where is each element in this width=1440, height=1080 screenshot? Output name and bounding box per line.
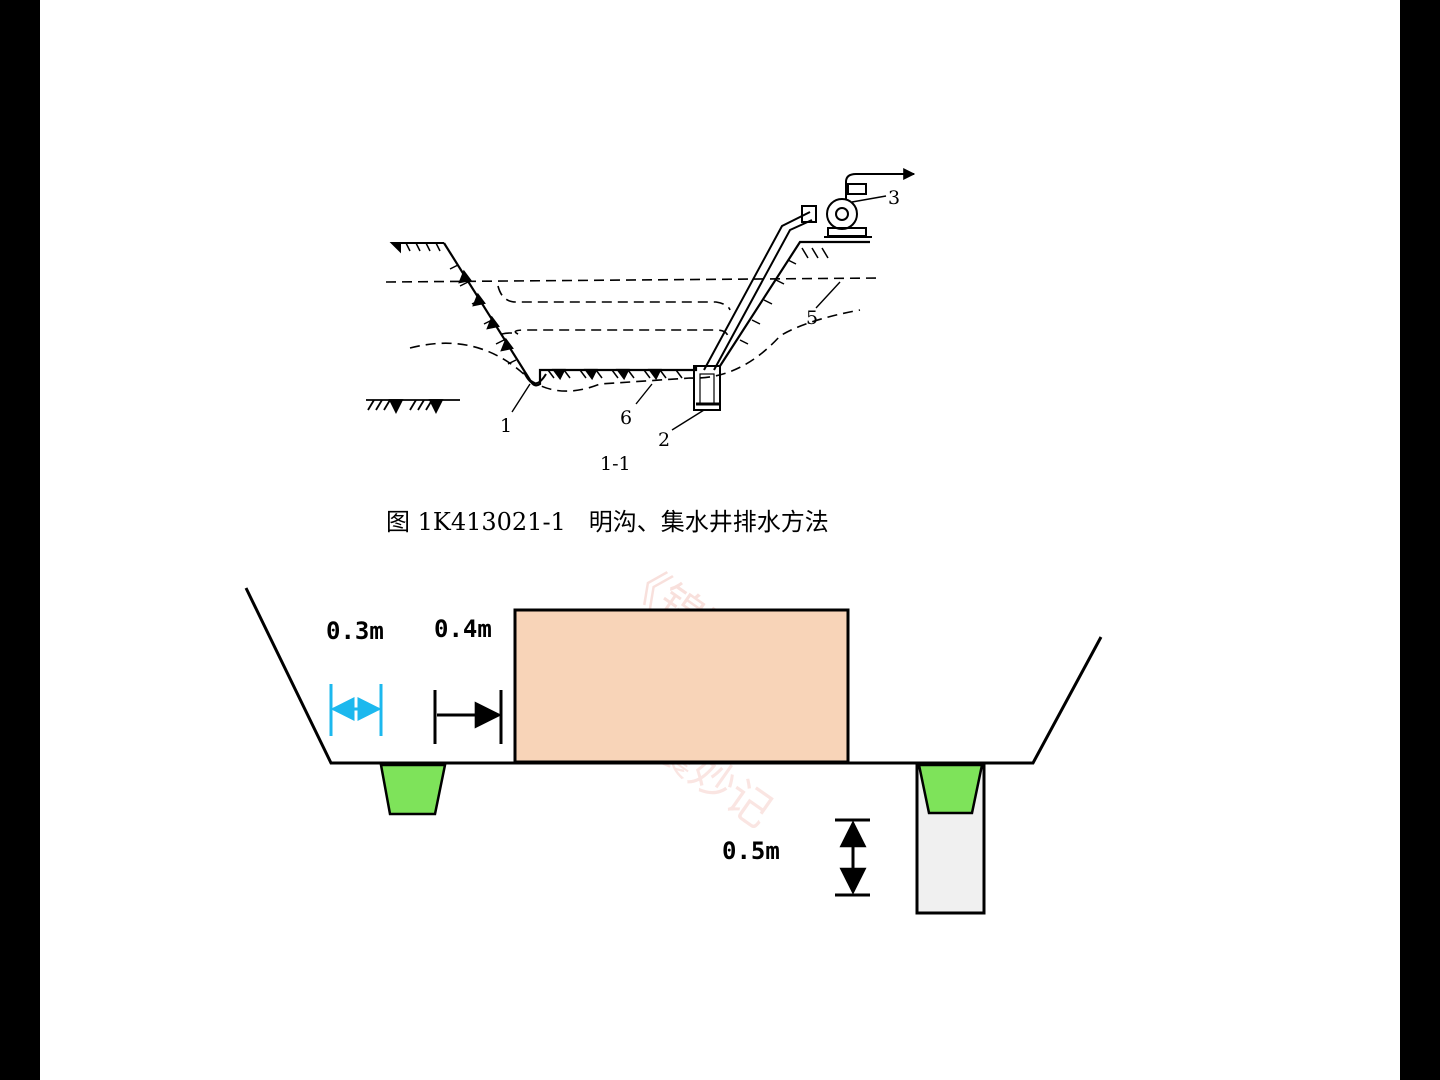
dim-0-4m (433, 690, 503, 744)
figure-caption: 图 1K413021-1 明沟、集水井排水方法 (386, 508, 829, 536)
dim-0-5m (835, 818, 870, 897)
dim-0-3m (329, 684, 383, 736)
schematic: 《锦囊妙记 《锦囊妙记 0.3m 0.4m (244, 550, 1103, 915)
pump-shape (801, 168, 916, 238)
dim-label-0-3m: 0.3m (326, 617, 384, 645)
scene: 1 6 2 3 5 1-1 图 1K413021-1 明沟、集水井排水方法 《锦… (244, 168, 1103, 915)
callout-3: 3 (888, 187, 900, 209)
leader-lines (511, 195, 887, 431)
dim-label-0-4m: 0.4m (434, 615, 492, 643)
callout-2: 2 (658, 429, 670, 451)
left-drainage-ditch (379, 763, 447, 816)
pit-outline (244, 587, 1103, 765)
drawdown-lines (497, 285, 731, 337)
callout-6: 6 (620, 407, 632, 429)
left-ground-surface (389, 242, 444, 254)
left-slope (443, 242, 531, 381)
sump-well-shape (693, 365, 721, 411)
ground-hatch-lower-left (366, 399, 460, 415)
slide: 1 6 2 3 5 1-1 图 1K413021-1 明沟、集水井排水方法 《锦… (40, 0, 1400, 1080)
reference-figure: 1 6 2 3 5 1-1 图 1K413021-1 明沟、集水井排水方法 (366, 168, 916, 536)
right-drainage-ditch (917, 763, 984, 815)
section-label: 1-1 (600, 453, 631, 475)
callout-5: 5 (806, 307, 818, 329)
lowered-water-table (409, 309, 861, 392)
foundation-block (513, 608, 850, 764)
dim-label-0-5m: 0.5m (722, 837, 780, 865)
callout-1: 1 (500, 415, 512, 437)
original-water-table (385, 277, 881, 283)
discharge-pipe (703, 211, 813, 371)
right-slope (719, 240, 870, 367)
